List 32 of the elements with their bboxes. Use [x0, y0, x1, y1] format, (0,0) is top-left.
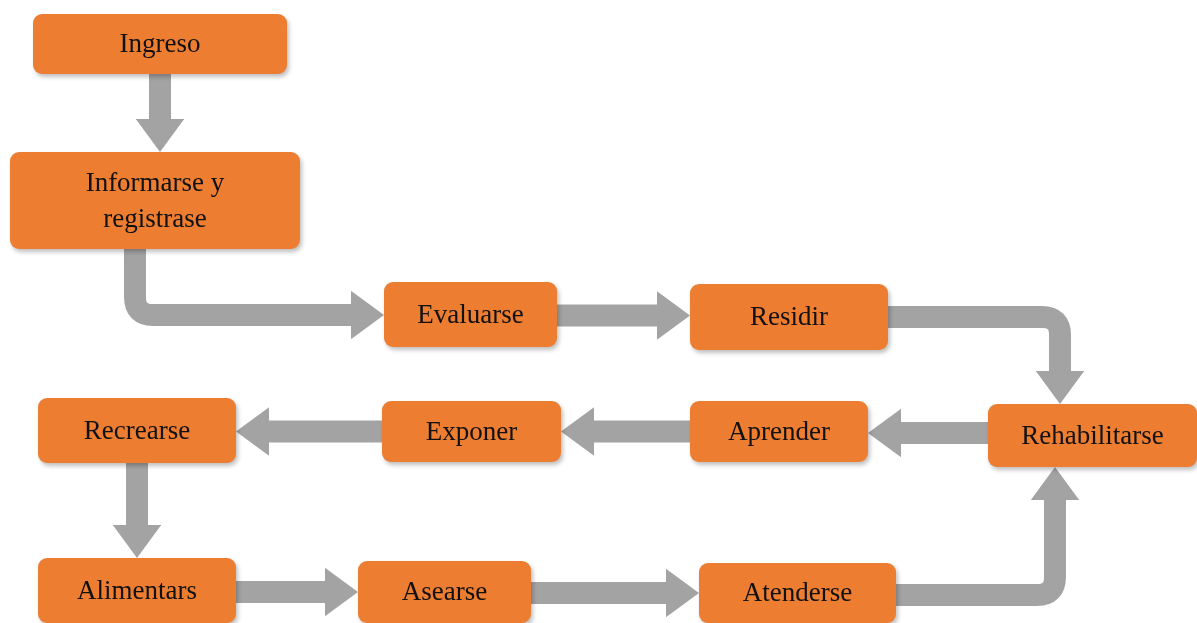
box-label: Asearse: [401, 575, 488, 609]
process-box: [988, 404, 1197, 467]
process-box: [33, 14, 287, 74]
process-box: [690, 284, 888, 350]
box-label: Evaluarse: [417, 297, 524, 331]
block-arrow: [868, 408, 988, 458]
process-box: [384, 282, 557, 347]
box-label: Informarse y registrase: [84, 166, 226, 235]
block-arrow: [888, 306, 1085, 404]
process-box: [690, 401, 868, 462]
box-label: Residir: [750, 300, 828, 334]
box-label: Atenderse: [742, 576, 853, 610]
box-label: Alimentars: [77, 573, 197, 607]
block-arrow: [236, 567, 358, 617]
box-label: Rehabilitarse: [1021, 418, 1164, 452]
process-box: [38, 558, 236, 623]
process-box: [382, 401, 561, 462]
process-box: [38, 398, 236, 463]
block-arrow: [531, 568, 699, 618]
block-arrow: [112, 463, 162, 558]
box-label: Ingreso: [119, 27, 201, 61]
box-label: Recrearse: [83, 413, 191, 447]
block-arrow: [561, 407, 690, 456]
box-label: Exponer: [425, 414, 518, 448]
box-label: Aprender: [728, 414, 830, 448]
block-arrow: [557, 291, 690, 340]
block-arrow: [896, 467, 1080, 606]
process-box: [10, 152, 300, 249]
process-box: [699, 563, 896, 623]
block-arrow: [236, 407, 382, 456]
block-arrow: [135, 74, 185, 152]
process-box: [358, 561, 531, 623]
